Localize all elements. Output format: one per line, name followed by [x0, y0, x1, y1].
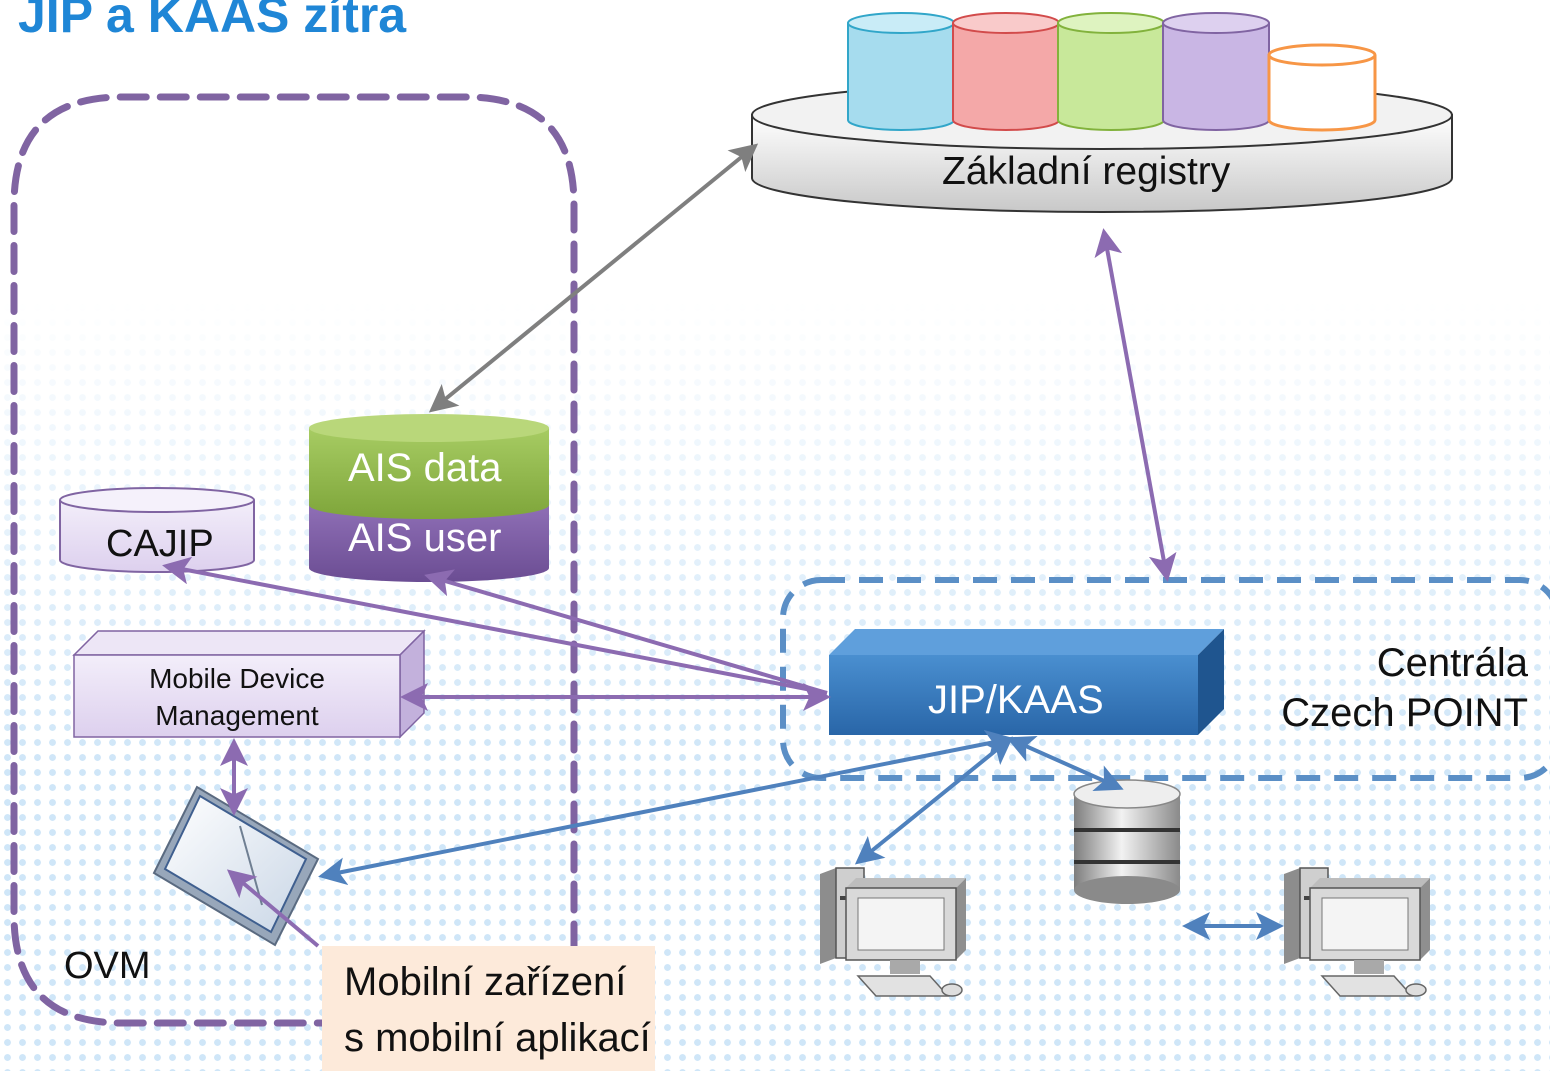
arrow-note-tablet [226, 869, 320, 948]
registry-cylinder-red [952, 12, 1060, 131]
centrala-label-line-2: Czech POINT [1281, 691, 1528, 735]
arrow-registry-ais [428, 143, 759, 413]
arrow-jip-tablet [318, 729, 1014, 886]
mdm-label: Mobile Device Management [74, 660, 400, 734]
centrala-label-line-1: Centrála [1376, 641, 1528, 685]
arrow-jip-computer-1 [854, 736, 1014, 865]
zakladni-registry-label: Základní registry [942, 150, 1231, 193]
cajip-label: CAJIP [106, 523, 214, 565]
mdm-box [72, 629, 426, 739]
mobile-note-line-1: Mobilní zařízení [344, 960, 627, 1004]
ovm-region-border [10, 93, 578, 1027]
cajip-cylinder [59, 487, 255, 573]
arrow-jip-database [1006, 735, 1124, 792]
jip-kaas-box [829, 629, 1224, 735]
centrala-label: Centrála Czech POINT [1281, 638, 1528, 738]
page-title: JIP a KAAS zítra [18, 0, 407, 43]
ais-data-label: AIS data [348, 446, 502, 490]
registry-cylinder-orange [1267, 43, 1377, 132]
desktop-computer-2 [1284, 867, 1430, 997]
mobile-app-note: Mobilní zařízení s mobilní aplikací [322, 946, 655, 1071]
mdm-label-line-1: Mobile Device [149, 663, 325, 694]
registry-cylinder-green [1057, 12, 1165, 131]
ovm-label: OVM [64, 945, 151, 987]
database-disk-stack [1073, 779, 1181, 904]
ais-user-label: AIS user [348, 516, 502, 560]
arrow-jip-ais-user [424, 569, 828, 695]
arrow-registry-centrala [1094, 228, 1177, 582]
ais-cylinder [309, 414, 549, 582]
registry-cylinder-cyan [847, 12, 955, 131]
registry-cylinder-purple [1162, 12, 1270, 131]
mdm-label-line-2: Management [155, 700, 319, 731]
jip-kaas-label: JIP/KAAS [928, 678, 1104, 722]
mobile-note-line-2: s mobilní aplikací [344, 1016, 651, 1060]
arrow-jip-cajip [162, 556, 828, 695]
tablet-device [152, 785, 320, 947]
desktop-computer-1 [820, 867, 966, 997]
